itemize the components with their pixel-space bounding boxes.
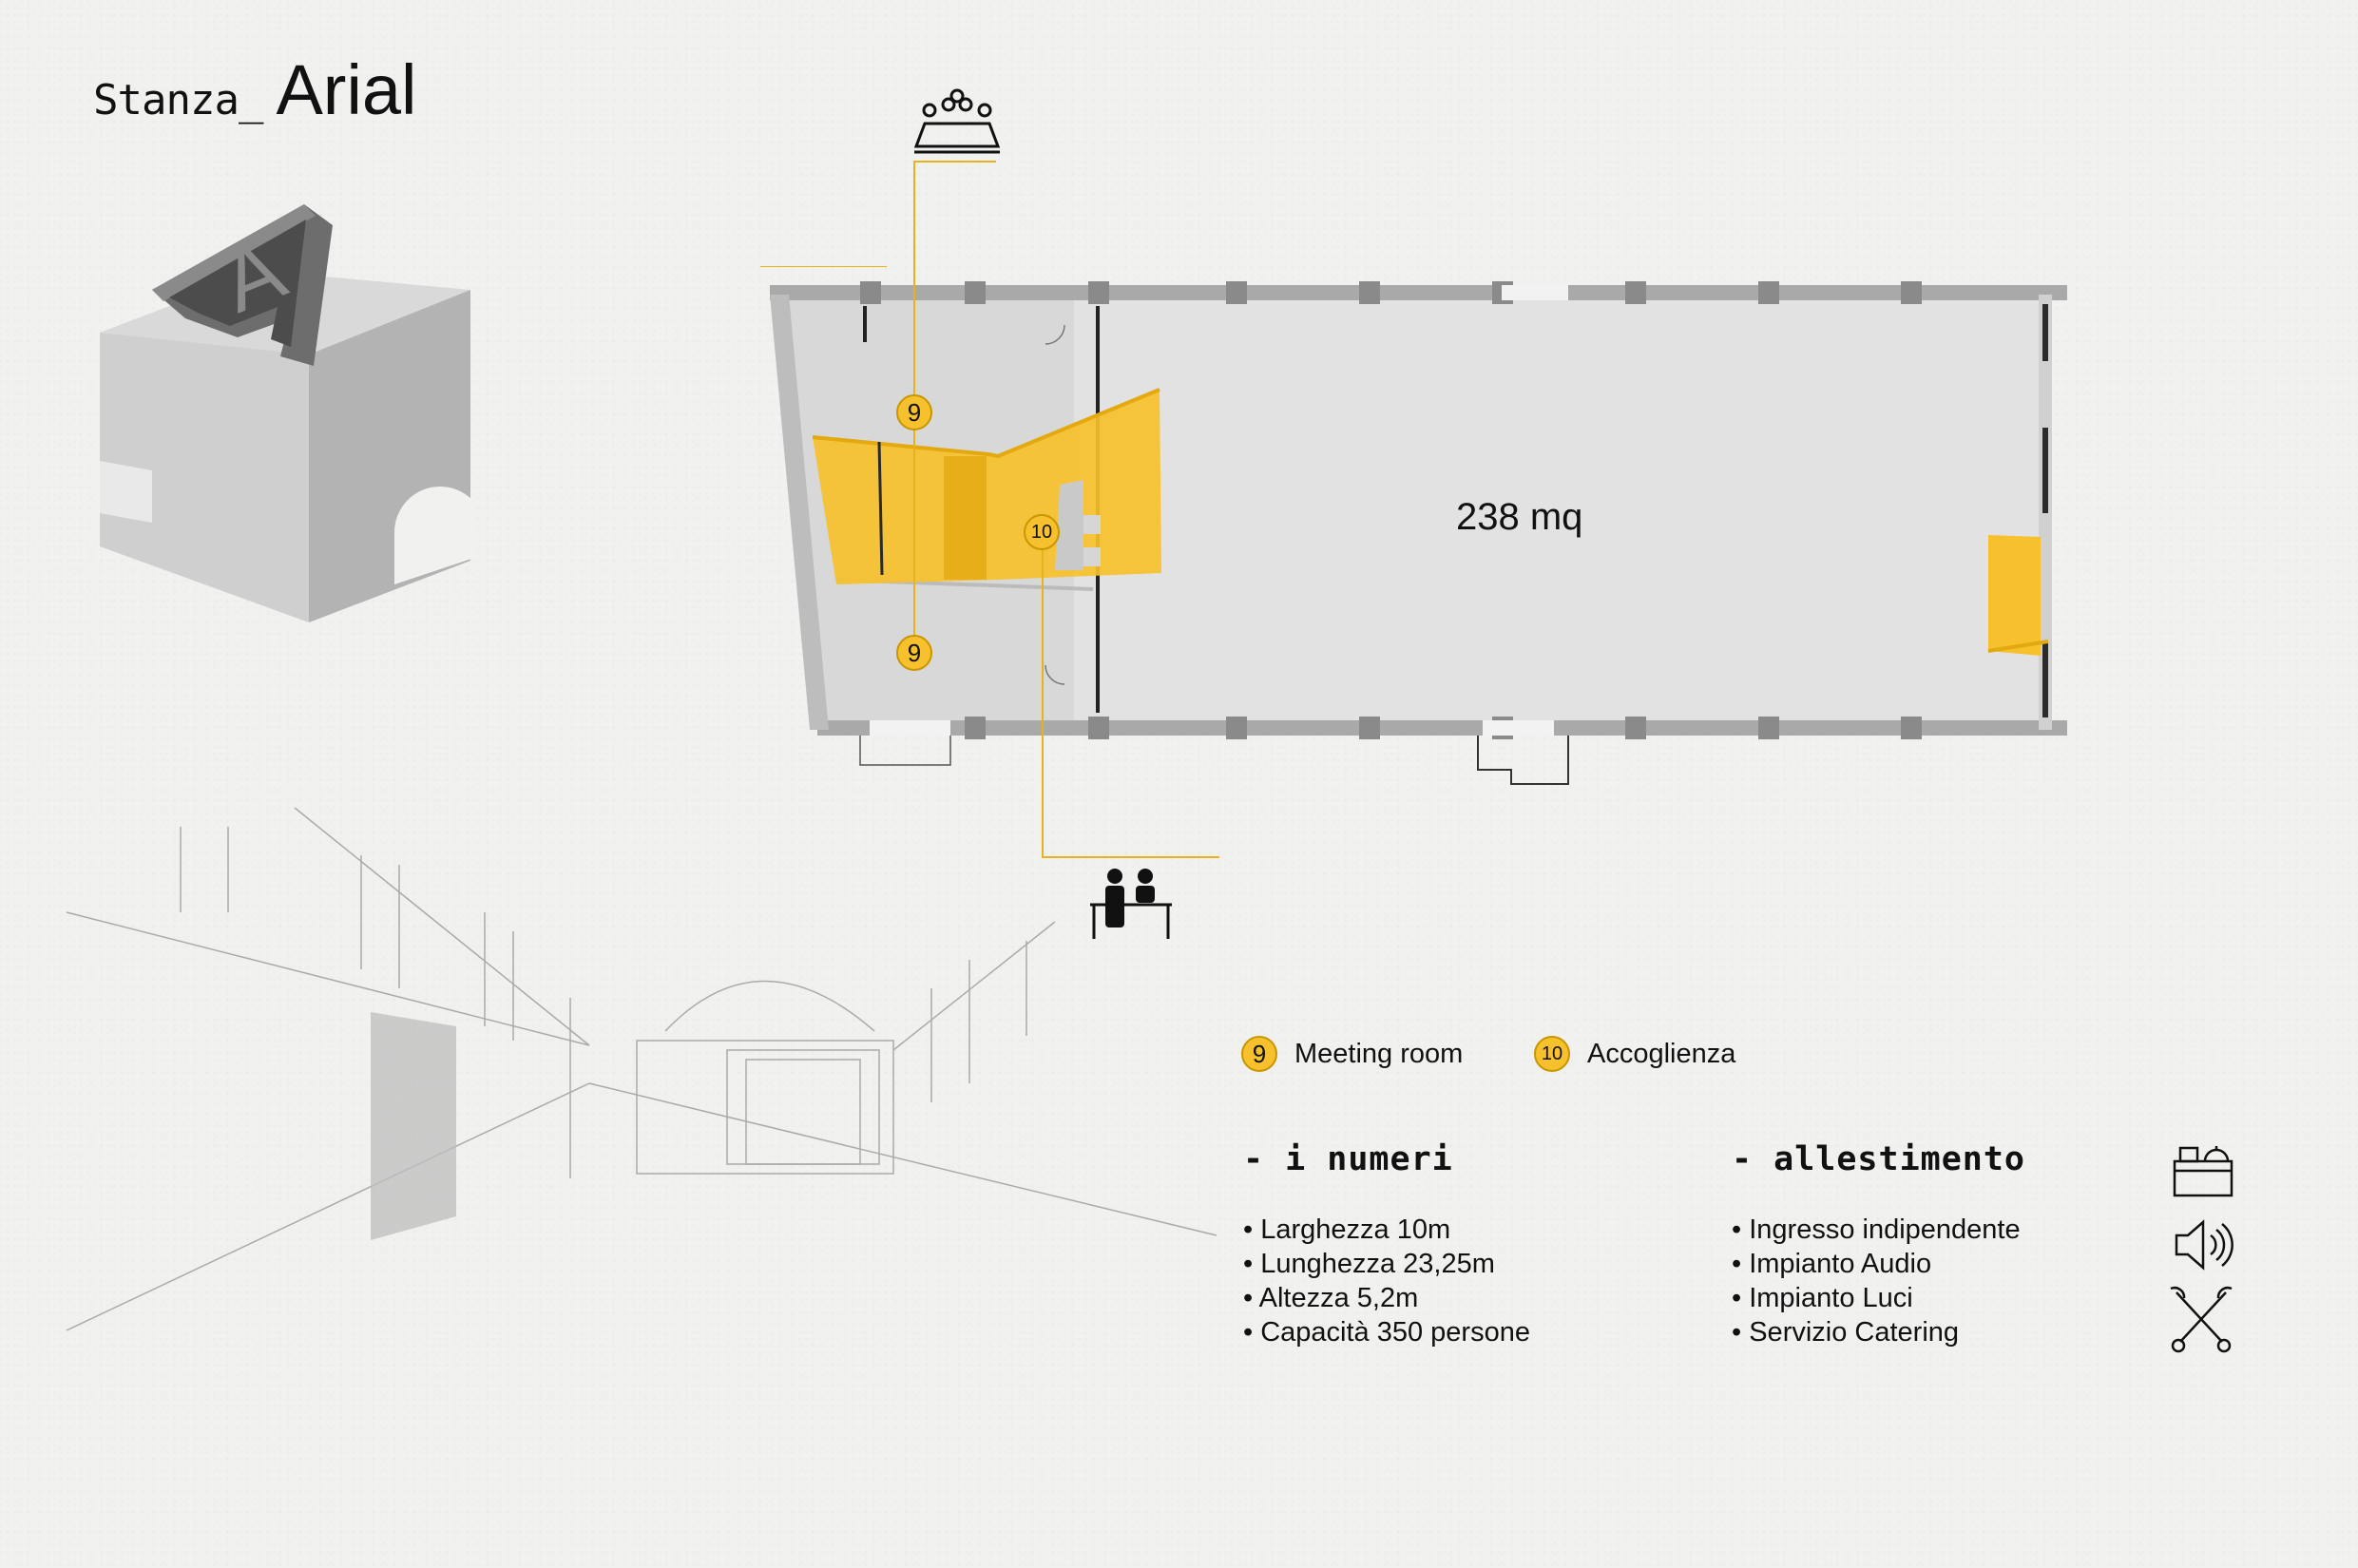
conference-table-icon [913, 88, 1001, 154]
marker-upper-meeting: 9 [896, 394, 932, 430]
area-label: 238 mq [1456, 496, 1583, 538]
setup-item: Ingresso indipendente [1732, 1213, 2020, 1247]
numbers-heading: - i numeri [1243, 1140, 1453, 1178]
marker-reception: 10 [1024, 514, 1060, 550]
setup-list: Ingresso indipendente Impianto Audio Imp… [1732, 1213, 2021, 1349]
setup-item: Impianto Luci [1732, 1281, 2021, 1315]
numbers-item: Altezza 5,2m [1243, 1281, 1530, 1315]
legend-label-meeting: Meeting room [1294, 1039, 1464, 1069]
numbers-list: Larghezza 10m Lunghezza 23,25m Altezza 5… [1243, 1213, 1530, 1349]
room-name: Arial [276, 50, 417, 129]
legend-badge-meeting: 9 [1241, 1036, 1277, 1072]
numbers-item: Larghezza 10m [1243, 1213, 1530, 1247]
page-title: Stanza_ Arial [93, 49, 416, 130]
legend-label-reception: Accoglienza [1587, 1039, 1736, 1069]
interior-sketch [66, 807, 1217, 1331]
setup-item: Servizio Catering [1732, 1315, 2021, 1349]
marker-lower-meeting: 9 [896, 635, 932, 671]
setup-heading: - allestimento [1732, 1140, 2026, 1178]
reception-desk-icon [1090, 869, 1172, 939]
speaker-icon [2175, 1219, 2233, 1271]
letter-block-icon: A [100, 204, 475, 622]
catering-icon [2173, 1146, 2233, 1197]
numbers-item: Lunghezza 23,25m [1243, 1247, 1530, 1281]
setup-item: Impianto Audio [1732, 1247, 2021, 1281]
title-prefix: Stanza_ [93, 76, 263, 124]
legend-badge-reception: 10 [1534, 1036, 1570, 1072]
numbers-item: Capacità 350 persone [1243, 1315, 1530, 1349]
floor-plan [760, 266, 2067, 785]
spotlights-icon [2170, 1286, 2233, 1353]
